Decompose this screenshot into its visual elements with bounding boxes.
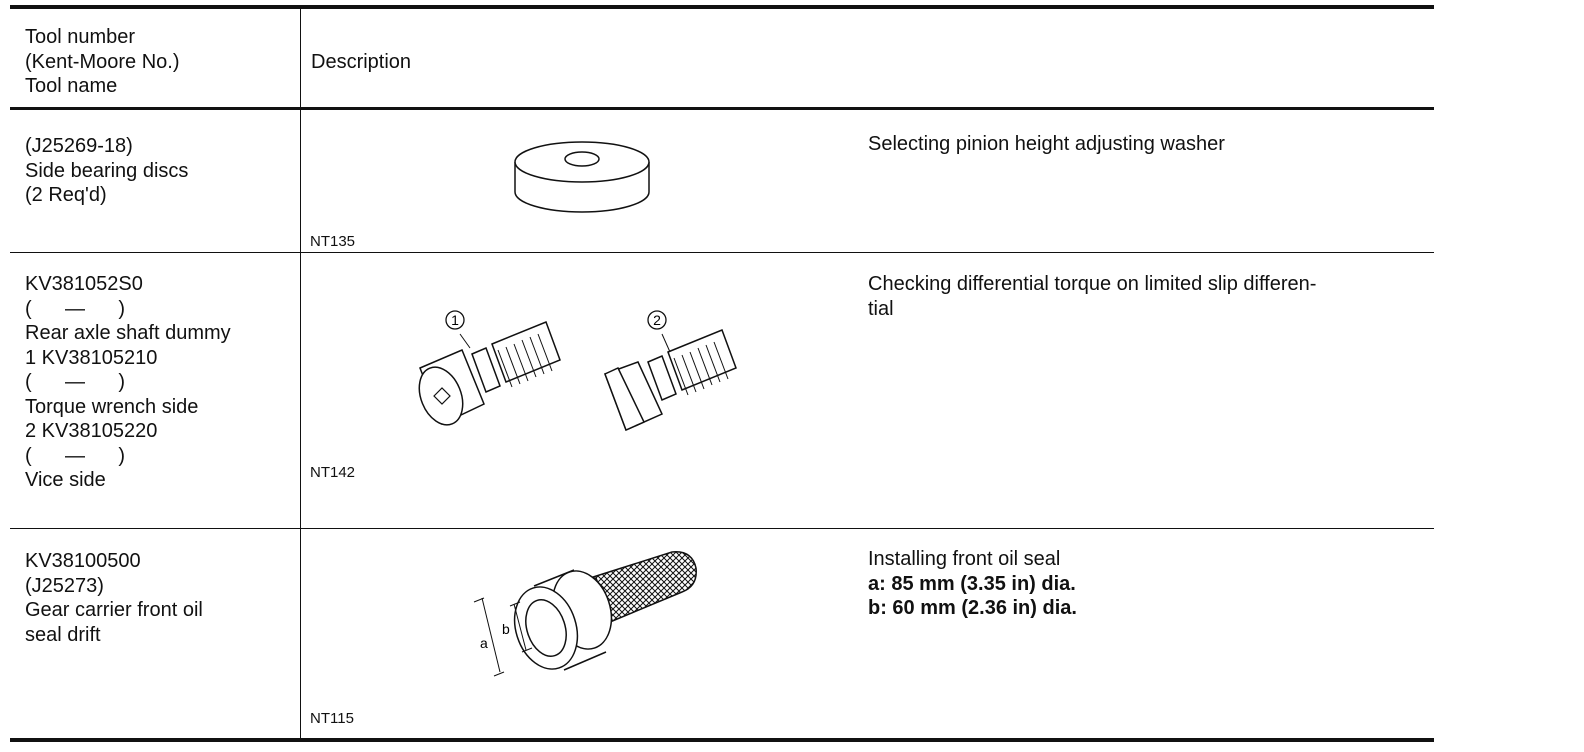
tool-line: (2 Req'd) <box>25 184 107 206</box>
tool-line: ( — ) <box>25 297 125 320</box>
description-spec-line: b: 60 mm (2.36 in) dia. <box>868 597 1077 619</box>
part-label-2: 2 <box>653 312 661 328</box>
row-divider <box>10 528 1434 529</box>
tool-line: seal drift <box>25 623 101 646</box>
tool-line: (J25269-18) <box>25 135 133 157</box>
tool-cell: KV381052S0 ( — ) Rear axle shaft dummy 1… <box>25 272 231 493</box>
seal-drift-head <box>513 569 613 671</box>
tool-line: 2 KV38105220 <box>25 420 158 442</box>
description-line: Selecting pinion height adjusting washer <box>868 133 1225 155</box>
description-line: Installing front oil seal <box>868 548 1061 570</box>
tool-line: Vice side <box>25 469 106 491</box>
tool-line: Rear axle shaft dummy <box>25 322 231 344</box>
front-oil-seal-drift-figure: a b <box>473 551 697 677</box>
tool-cell: KV38100500 (J25273) Gear carrier front o… <box>25 549 203 647</box>
torque-wrench-side-part <box>418 321 561 426</box>
dimension-lines <box>473 597 533 677</box>
description-cell: Selecting pinion height adjusting washer <box>868 132 1428 157</box>
description-cell: Checking differential torque on limited … <box>868 272 1428 321</box>
header-line: (Kent-Moore No.) <box>25 50 180 73</box>
figure-code: NT142 <box>310 464 356 481</box>
header-line: Tool name <box>25 75 118 97</box>
row-divider <box>10 252 1434 253</box>
figure-code: NT115 <box>310 710 354 727</box>
vice-side-part <box>604 329 737 432</box>
tool-line: Gear carrier front oil <box>25 599 203 621</box>
tool-line: KV381052S0 <box>25 273 143 295</box>
figure-code: NT135 <box>310 233 356 250</box>
tool-cell: (J25269-18) Side bearing discs (2 Req'd) <box>25 134 188 208</box>
header-line: Tool number <box>25 26 136 48</box>
rear-axle-shaft-dummy-figure: 1 2 <box>418 310 737 432</box>
side-bearing-disc-figure <box>514 141 650 213</box>
tool-line: ( — ) <box>25 444 125 467</box>
tool-line: Side bearing discs <box>25 159 189 182</box>
table-bottom-rule <box>10 738 1434 742</box>
tool-line: KV38100500 <box>25 550 141 572</box>
tool-line: (J25273) <box>25 574 104 597</box>
table-top-rule <box>10 5 1434 9</box>
dimension-label-b: b <box>502 621 510 637</box>
tool-line: ( — ) <box>25 371 125 393</box>
description-cell: Installing front oil seal a: 85 mm (3.35… <box>868 547 1428 621</box>
description-spec-line: a: 85 mm (3.35 in) dia. <box>868 572 1076 595</box>
description-line: tial <box>868 297 894 320</box>
header-bottom-rule <box>10 107 1434 110</box>
tool-line: Torque wrench side <box>25 395 199 418</box>
tool-line: 1 KV38105210 <box>25 346 158 369</box>
header-tool-column: Tool number (Kent-Moore No.) Tool name <box>25 25 180 99</box>
description-line: Checking differential torque on limited … <box>868 273 1317 295</box>
column-divider <box>300 7 301 740</box>
header-description: Description <box>311 51 412 73</box>
dimension-label-a: a <box>480 635 488 651</box>
part-label-1: 1 <box>451 312 459 328</box>
